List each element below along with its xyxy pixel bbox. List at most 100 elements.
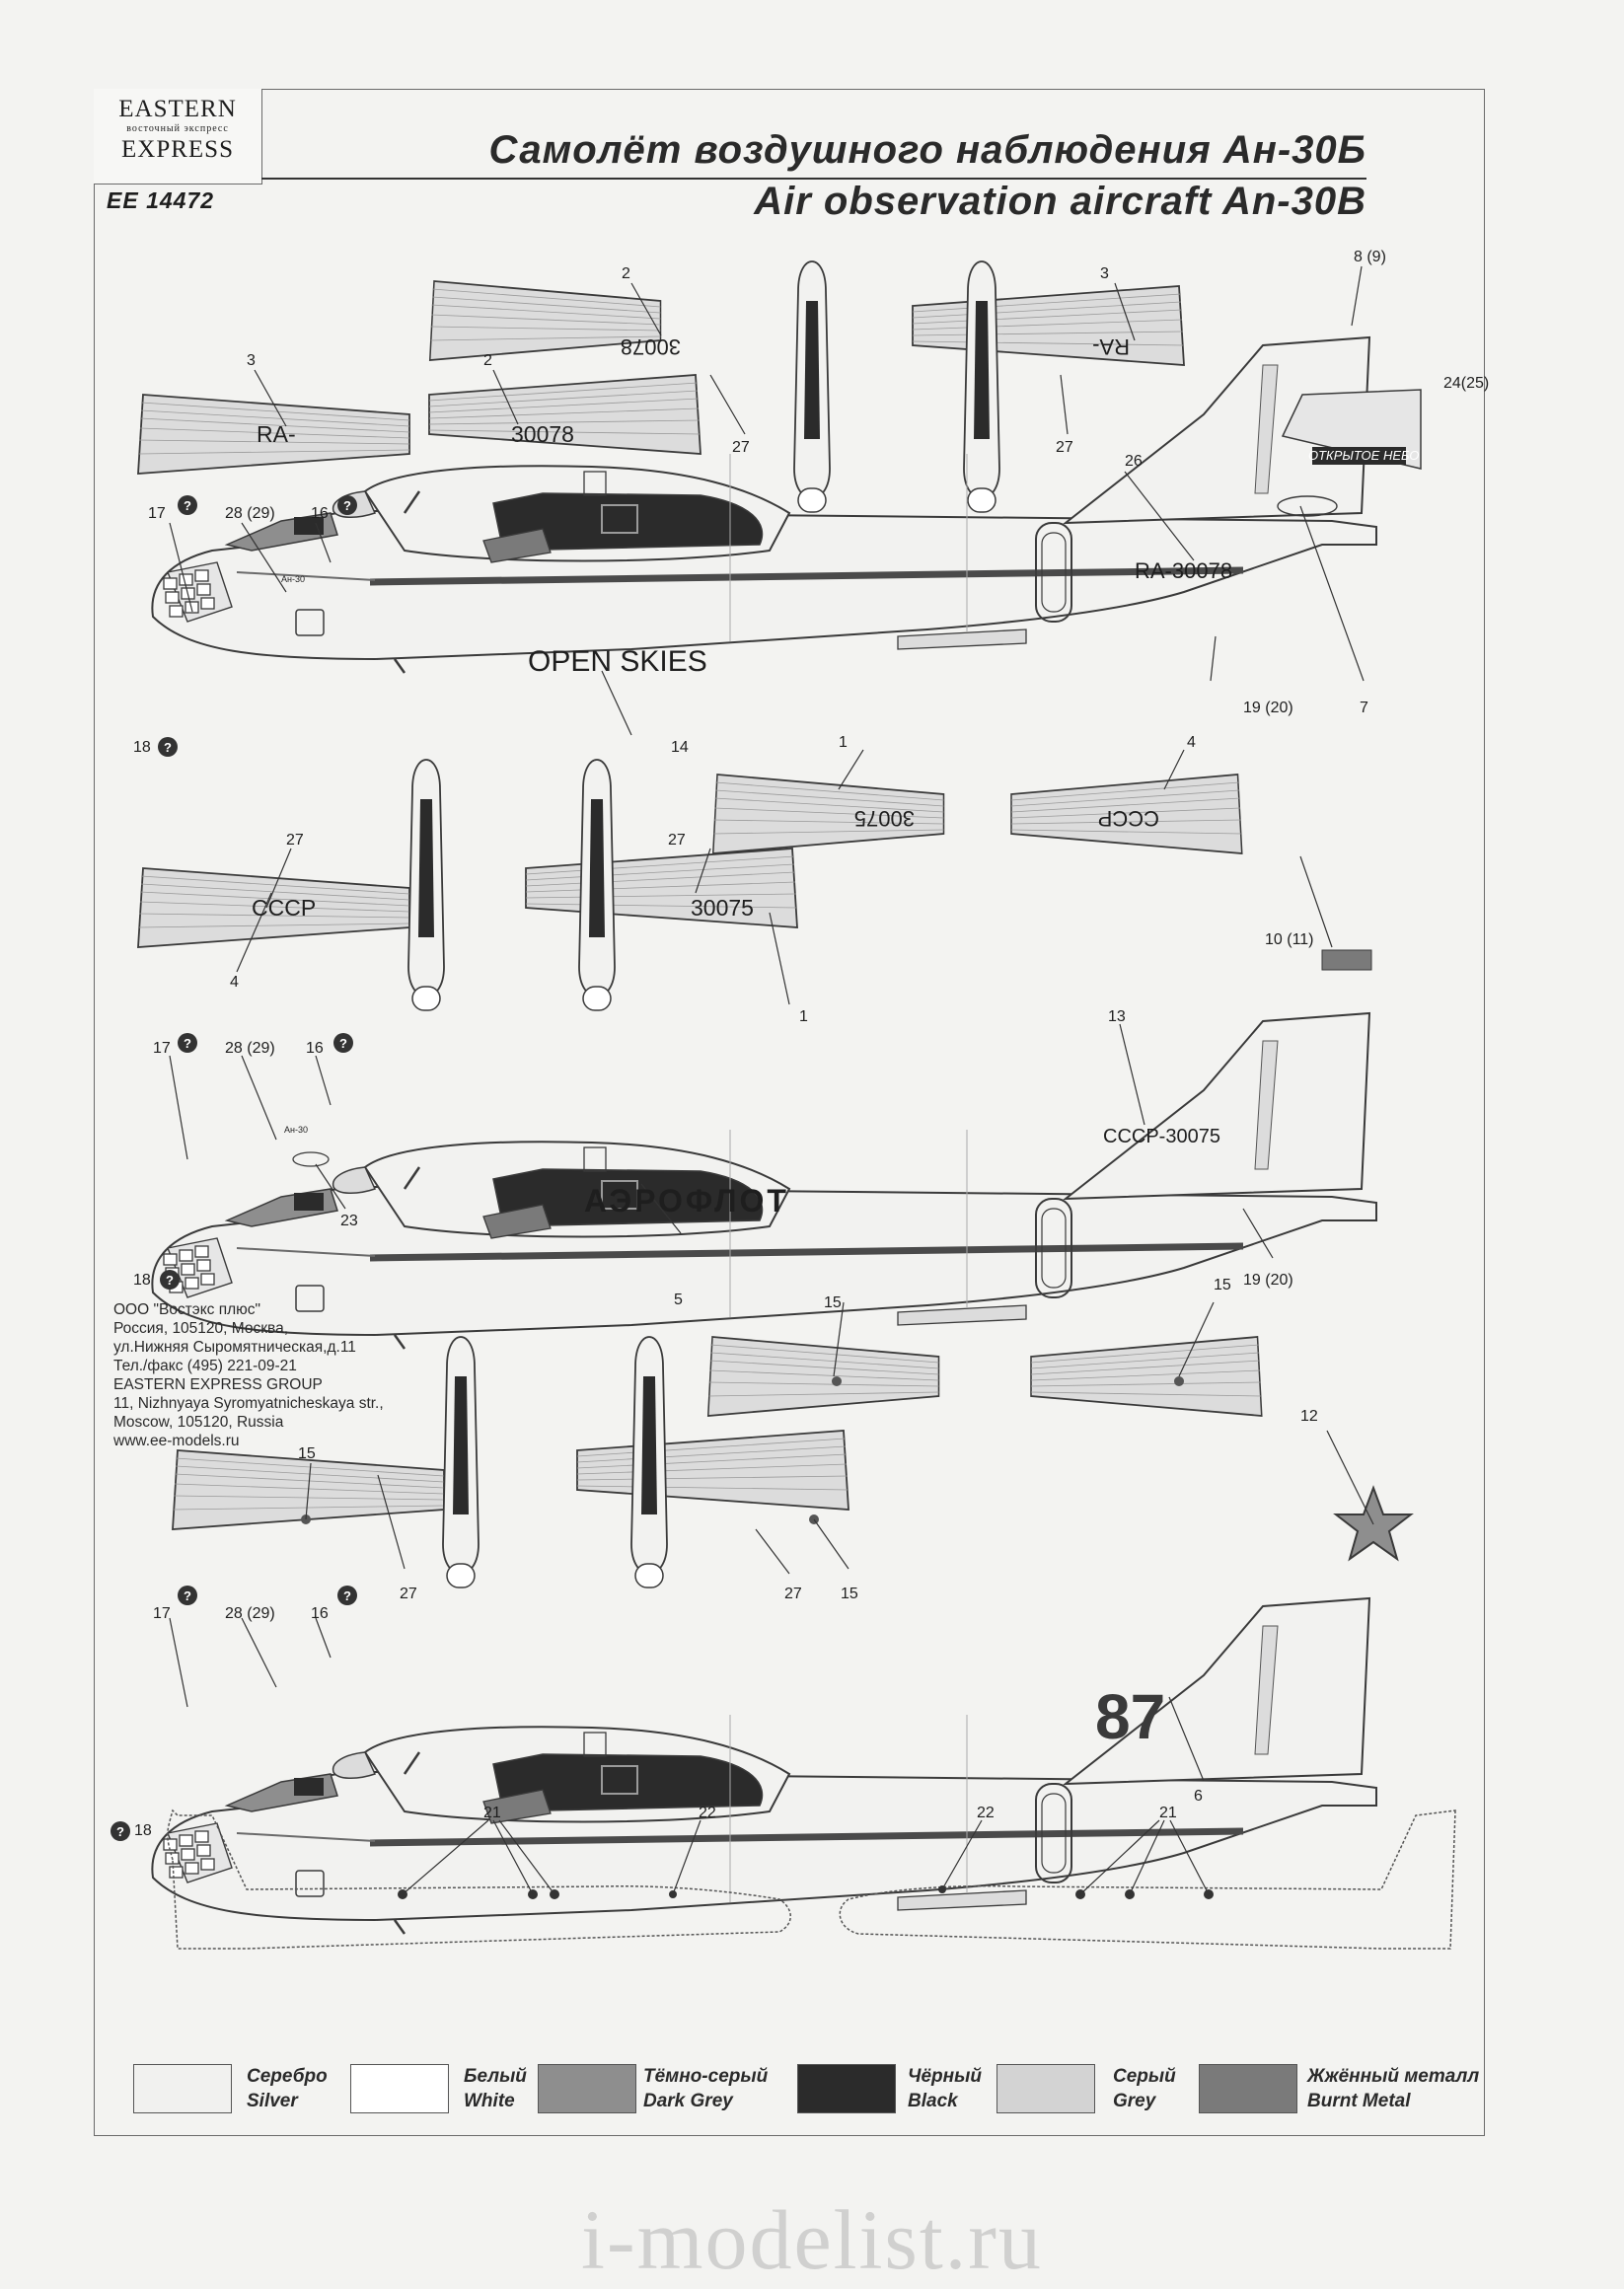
scheme-aeroflot [137, 759, 1376, 1349]
callout: 5 [674, 1292, 683, 1308]
svg-text:?: ? [343, 1588, 351, 1603]
eastern-express-logo: EASTERN восточный экспресс EXPRESS [94, 89, 262, 185]
callout: 17 [153, 1605, 171, 1622]
callout: 8 (9) [1354, 249, 1386, 265]
svg-text:?: ? [339, 1036, 347, 1051]
legend-swatch-dark-grey [538, 2064, 636, 2113]
callout: 17 [153, 1040, 171, 1057]
callout: 21 [483, 1805, 501, 1821]
title-english: Air observation aircraft An-30B [754, 180, 1366, 223]
address-line: EASTERN EXPRESS GROUP [113, 1376, 323, 1393]
callout: 28 (29) [225, 1605, 275, 1622]
kit-code: EE 14472 [107, 187, 215, 213]
wing-30078-marking: 30078 [511, 421, 574, 447]
callout: 15 [1214, 1277, 1231, 1293]
callout: 22 [699, 1805, 716, 1821]
manufacturer-address: ООО "Востэкс плюс" Россия, 105120, Москв… [113, 1300, 384, 1450]
callout: 2 [483, 352, 492, 369]
brand-line-3: EXPRESS [121, 136, 234, 163]
brand-line-1: EASTERN [118, 96, 237, 122]
callout: 15 [841, 1586, 858, 1602]
callout: 4 [1187, 734, 1196, 751]
callout: 27 [400, 1586, 417, 1602]
address-line: www.ee-models.ru [113, 1433, 240, 1449]
callout: 10 (11) [1265, 931, 1314, 948]
address-line: Россия, 105120, Москва, [113, 1320, 289, 1337]
callout: 19 (20) [1243, 700, 1293, 716]
callout: 1 [839, 734, 848, 751]
svg-text:?: ? [184, 498, 191, 513]
callout: 4 [230, 974, 239, 991]
callout: 23 [340, 1213, 358, 1229]
callout: 18 [133, 739, 151, 756]
watermark: i-modelist.ru [581, 2192, 1043, 2287]
address-line: ул.Нижняя Сыромятническая,д.11 [113, 1339, 356, 1356]
legend-swatch-white [350, 2064, 449, 2113]
callout-numbers: 2 3 2 3 27 27 8 (9) 24(25) 26 17 28 (29)… [133, 249, 1489, 1839]
wing-cccp-mirrored: СССР [1098, 806, 1159, 831]
callout: 27 [732, 439, 750, 456]
callout: 22 [977, 1805, 995, 1821]
callout: 21 [1159, 1805, 1177, 1821]
svg-text:?: ? [184, 1588, 191, 1603]
wing-30075-mirrored: 30075 [854, 806, 915, 831]
svg-text:?: ? [184, 1036, 191, 1051]
callout: 14 [671, 739, 689, 756]
callout: 27 [286, 832, 304, 849]
legend-swatch-silver [133, 2064, 232, 2113]
address-line: Moscow, 105120, Russia [113, 1414, 284, 1431]
marking-texts: 30078 RA- RA- 30078 ОТКРЫТОЕ НЕБО RA-300… [252, 334, 1419, 1752]
callout: 16 [311, 505, 329, 522]
nose-type-label-2: Ан-30 [284, 1125, 308, 1135]
aeroflot-title: АЭРОФЛОТ [584, 1183, 789, 1218]
wing-ra-mirrored: RA- [1092, 334, 1130, 359]
callout: 12 [1300, 1408, 1318, 1425]
legend-swatch-grey [997, 2064, 1095, 2113]
callout: 27 [1056, 439, 1073, 456]
callout: 15 [824, 1294, 842, 1311]
wing-cccp-marking: СССР [252, 895, 316, 921]
outline-profiles [167, 1809, 1456, 1950]
callout: 2 [622, 265, 630, 282]
callout: 16 [306, 1040, 324, 1057]
svg-text:?: ? [164, 740, 172, 755]
sheet-frame [94, 89, 1485, 2136]
nose-type-label-1: Ан-30 [281, 574, 305, 584]
address-line: ООО "Востэкс плюс" [113, 1301, 261, 1318]
callout: 27 [668, 832, 686, 849]
title-rule [261, 178, 1366, 180]
callout: 13 [1108, 1008, 1126, 1025]
legend-swatch-black [797, 2064, 896, 2113]
open-skies-text: OPEN SKIES [528, 645, 707, 678]
callout: 28 (29) [225, 505, 275, 522]
callout: 17 [148, 505, 166, 522]
callout: 6 [1194, 1788, 1203, 1805]
registration-ra-30078: RA-30078 [1135, 558, 1232, 583]
title-russian: Самолёт воздушного наблюдения Ан-30Б [488, 128, 1366, 172]
address-line: 11, Nizhnyaya Syromyatnicheskaya str., [113, 1395, 384, 1412]
wing-ra-marking: RA- [257, 421, 296, 447]
callout: 24(25) [1443, 375, 1489, 392]
tactical-number-87: 87 [1095, 1681, 1165, 1752]
callout: 26 [1125, 453, 1143, 470]
registration-cccp-30075: СССР-30075 [1103, 1126, 1220, 1147]
callout: 3 [1100, 265, 1109, 282]
callout-leaders [169, 265, 1374, 1782]
callout: 3 [247, 352, 256, 369]
callout: 18 [134, 1822, 152, 1839]
callout: 27 [784, 1586, 802, 1602]
wing-30078-mirrored: 30078 [621, 334, 681, 359]
callout: 16 [311, 1605, 329, 1622]
wing-30075-marking: 30075 [691, 895, 754, 921]
callout: 19 (20) [1243, 1272, 1293, 1289]
svg-text:?: ? [116, 1824, 124, 1839]
tail-banner-text: ОТКРЫТОЕ НЕБО [1308, 448, 1419, 463]
